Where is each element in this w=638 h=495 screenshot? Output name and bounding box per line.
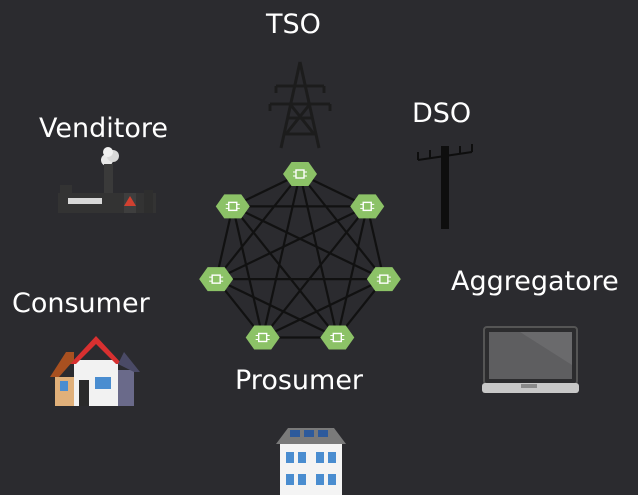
factory-icon	[58, 147, 156, 213]
label-dso: DSO	[412, 98, 472, 129]
network-node-icon	[320, 325, 355, 350]
network-edge	[231, 205, 339, 339]
network-edge	[298, 173, 339, 338]
network-nodes	[199, 162, 401, 350]
house-icon	[50, 336, 140, 406]
utility-pole-icon	[417, 144, 473, 229]
network-edge	[231, 206, 264, 338]
network-edge	[299, 173, 385, 280]
network-edge	[261, 173, 302, 338]
network-node-icon	[350, 194, 385, 219]
network-node-icon	[366, 267, 401, 292]
network-edge	[215, 206, 234, 280]
network-node-icon	[283, 162, 317, 186]
label-venditore: Venditore	[39, 113, 168, 144]
network-edge	[261, 205, 369, 339]
network-node-icon	[199, 267, 234, 292]
network-node-icon	[215, 194, 250, 219]
solar-building-icon	[276, 428, 346, 495]
network-edge	[366, 206, 385, 280]
laptop-icon	[482, 326, 579, 393]
network-edge	[215, 278, 338, 339]
network-edge	[336, 206, 369, 338]
network-node-icon	[245, 325, 280, 350]
label-consumer: Consumer	[12, 288, 150, 319]
label-aggregatore: Aggregatore	[451, 266, 619, 297]
network-edge	[262, 278, 385, 339]
network-edge	[215, 205, 368, 281]
network-edge	[232, 205, 385, 281]
power-pylon-icon	[268, 61, 332, 149]
label-prosumer: Prosumer	[235, 365, 364, 396]
label-tso: TSO	[266, 9, 321, 40]
network-edge	[215, 173, 301, 280]
